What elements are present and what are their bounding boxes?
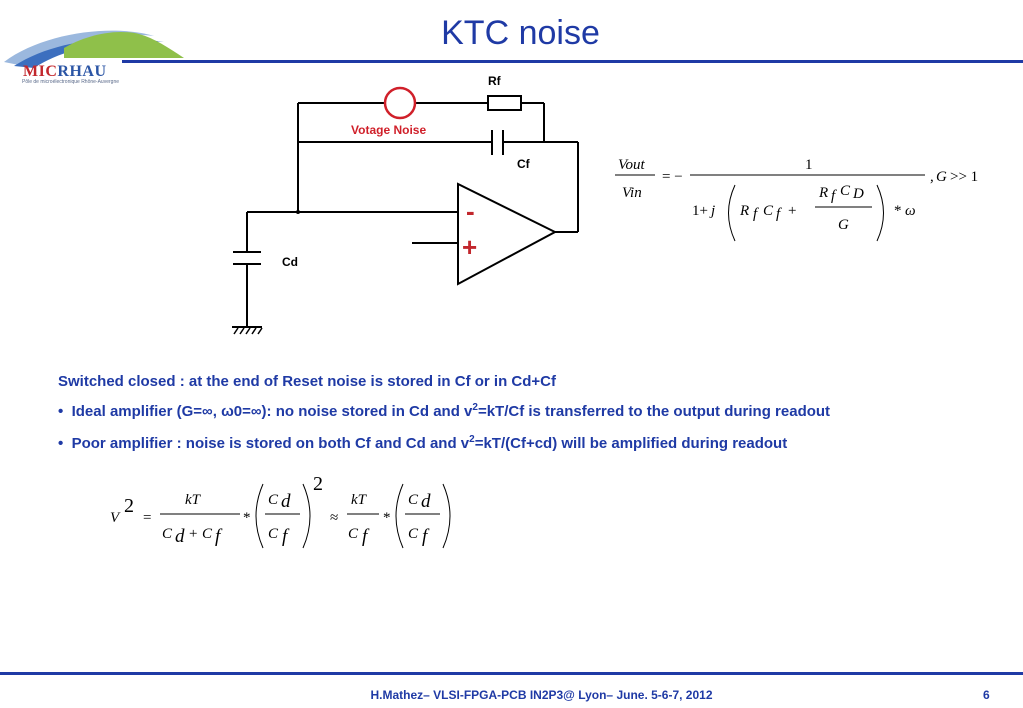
- svg-text:C: C: [408, 526, 419, 542]
- page-number: 6: [983, 688, 990, 702]
- bullet-ideal-amplifier: • Ideal amplifier (G=∞, ω0=∞): no noise …: [58, 402, 831, 420]
- bullet-heading: Switched closed : at the end of Reset no…: [58, 373, 556, 390]
- svg-text:*: *: [243, 510, 251, 526]
- footer-divider: [0, 672, 1023, 675]
- svg-text:C: C: [763, 203, 774, 219]
- logo-mic: MIC: [23, 63, 58, 80]
- svg-text:= −: = −: [662, 169, 683, 185]
- svg-text:G: G: [838, 217, 849, 233]
- svg-text:R: R: [818, 185, 828, 201]
- footer-text: H.Mathez– VLSI-FPGA-PCB IN2P3@ Lyon– Jun…: [370, 688, 713, 702]
- logo-wordmark: MICRHAU: [23, 63, 107, 81]
- svg-text:1+: 1+: [692, 203, 708, 219]
- svg-text:D: D: [852, 186, 864, 202]
- bullet-dot: •: [58, 403, 72, 420]
- micrhau-logo: [4, 30, 184, 68]
- svg-text:f: f: [422, 526, 430, 547]
- opamp-minus-sign: -: [466, 196, 475, 226]
- svg-text:f: f: [282, 526, 290, 547]
- transfer-function-formula: Vout Vin = − 1 , G >> 1 1+ j R f C f + R…: [615, 157, 978, 242]
- title-divider: [122, 60, 1023, 63]
- bullet-dot: •: [58, 435, 72, 452]
- svg-text:f: f: [753, 206, 759, 222]
- label-rf: Rf: [488, 74, 501, 88]
- svg-text:+: +: [189, 526, 197, 542]
- svg-text:ω: ω: [905, 203, 916, 219]
- svg-text:C: C: [268, 492, 279, 508]
- svg-text:f: f: [215, 526, 223, 547]
- label-cd: Cd: [282, 255, 298, 269]
- svg-text:*: *: [383, 510, 391, 526]
- svg-text:f: f: [776, 206, 782, 222]
- svg-text:+: +: [788, 203, 796, 219]
- label-cf: Cf: [517, 157, 530, 171]
- svg-text:f: f: [831, 188, 837, 204]
- svg-text:=: =: [143, 510, 151, 526]
- svg-text:Vout: Vout: [618, 157, 646, 173]
- logo-rhau: RHAU: [57, 63, 107, 80]
- noise-voltage-formula: V 2 = kT C d + C f * C d C f 2 ≈ kT C f …: [110, 473, 451, 549]
- svg-text:f: f: [362, 526, 370, 547]
- svg-text:≈: ≈: [330, 510, 338, 526]
- svg-text:kT: kT: [351, 492, 368, 508]
- svg-text:C: C: [840, 183, 851, 199]
- svg-text:C: C: [408, 492, 419, 508]
- svg-text:R: R: [739, 203, 749, 219]
- svg-text:1: 1: [805, 157, 813, 173]
- svg-text:2: 2: [313, 473, 323, 495]
- svg-text:G: G: [936, 169, 947, 185]
- svg-text:d: d: [175, 526, 185, 547]
- svg-text:,: ,: [930, 169, 934, 185]
- svg-text:C: C: [202, 526, 213, 542]
- opamp-plus-sign: +: [462, 232, 478, 262]
- noise-source-icon: [383, 86, 417, 120]
- slide-title: KTC noise: [441, 14, 600, 52]
- svg-text:C: C: [268, 526, 279, 542]
- svg-text:kT: kT: [185, 492, 202, 508]
- svg-text:C: C: [162, 526, 173, 542]
- svg-text:d: d: [281, 491, 291, 512]
- bullet-poor-amplifier: • Poor amplifier : noise is stored on bo…: [58, 434, 788, 452]
- svg-text:>> 1: >> 1: [950, 169, 978, 185]
- svg-text:V: V: [110, 510, 121, 526]
- svg-text:Vin: Vin: [622, 185, 642, 201]
- svg-text:d: d: [421, 491, 431, 512]
- svg-text:j: j: [709, 203, 715, 219]
- svg-text:C: C: [348, 526, 359, 542]
- svg-text:2: 2: [124, 495, 134, 517]
- svg-text:*: *: [894, 203, 902, 219]
- circuit-diagram: [232, 86, 579, 335]
- label-voltage-noise: Votage Noise: [351, 123, 427, 137]
- logo-subtitle: Pôle de microélectronique Rhône-Auvergne: [22, 79, 120, 85]
